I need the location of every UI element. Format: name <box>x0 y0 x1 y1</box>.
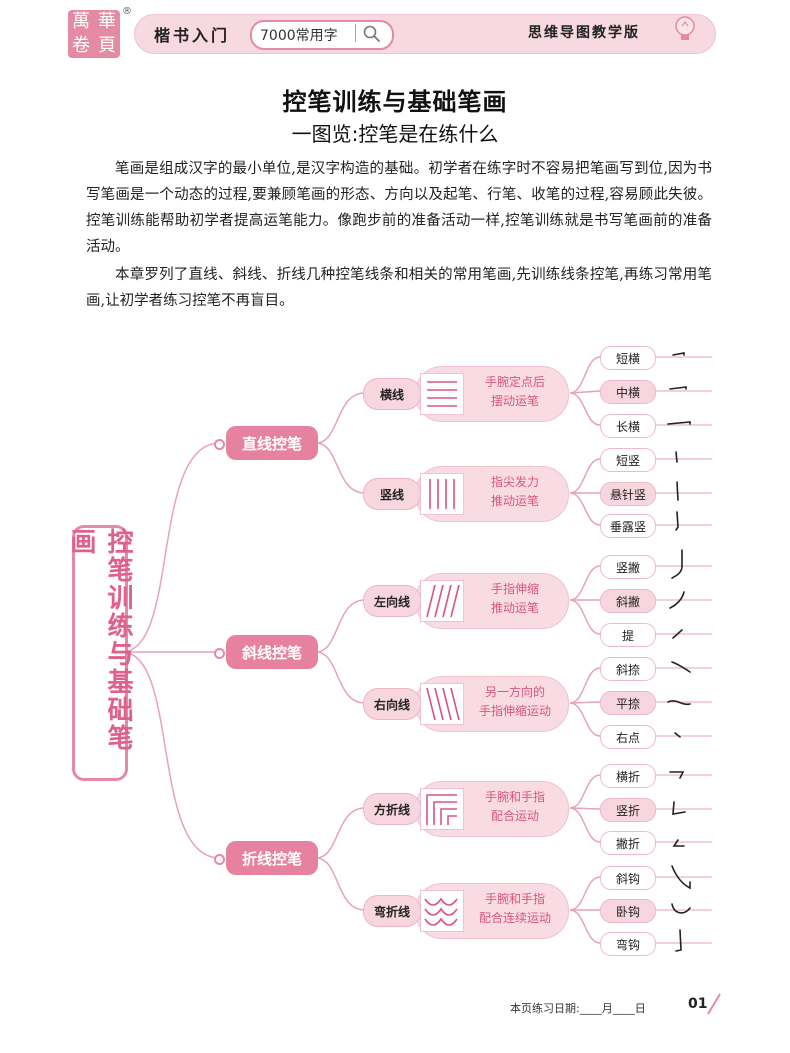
connector-dot <box>214 439 225 450</box>
desc-line: 手腕定点后 <box>484 375 545 389</box>
branch-folded-line: 折线控笔 <box>226 841 318 875</box>
mindmap-root-label: 控笔训练与基础笔画 <box>66 528 133 752</box>
page-subtitle: 一图览:控笔是在练什么 <box>291 122 499 146</box>
page-header: 萬 華 卷 頁 ® 楷书入门 7000常用字 思维导图教学版 <box>0 0 790 62</box>
line-type-node: 弯折线 <box>363 895 421 927</box>
desc-line: 手指伸缩 <box>490 582 539 596</box>
stroke-leaf: 卧钩 <box>600 899 656 923</box>
edition-label: 思维导图教学版 <box>528 25 640 41</box>
page-title: 控笔训练与基础笔画 <box>282 88 508 116</box>
intro-paragraph: 本章罗列了直线、斜线、折线几种控笔线条和相关的常用笔画,先训练线条控笔,再练习常… <box>86 267 712 309</box>
search-text: 7000常用字 <box>260 28 338 44</box>
line-type-node: 竖线 <box>363 478 421 510</box>
method-desc: 手腕定点后 摆动运笔 <box>470 373 560 411</box>
line-type-node: 左向线 <box>363 585 421 617</box>
stroke-leaf: 竖折 <box>600 798 656 822</box>
registered-mark: ® <box>122 6 132 17</box>
lightbulb-icon <box>675 16 695 40</box>
page-number: 01 <box>688 996 708 1012</box>
stroke-leaf: 斜捺 <box>600 657 656 681</box>
desc-line: 手腕和手指 <box>484 892 545 906</box>
horizontal-lines-icon <box>420 373 464 415</box>
logo-char: 卷 <box>72 35 90 56</box>
left-slant-lines-icon <box>420 580 464 622</box>
square-fold-lines-icon <box>420 788 464 830</box>
vertical-lines-icon <box>420 473 464 515</box>
desc-line: 配合连续运动 <box>478 911 551 925</box>
method-desc: 另一方向的 手指伸缩运动 <box>470 683 560 721</box>
branch-straight-line: 直线控笔 <box>226 426 318 460</box>
desc-line: 配合运动 <box>490 809 539 823</box>
brand-logo: 萬 華 卷 頁 <box>68 10 120 58</box>
stroke-leaf: 弯钩 <box>600 932 656 956</box>
desc-line: 推动运笔 <box>490 494 539 508</box>
logo-char: 頁 <box>98 35 116 56</box>
connector-dot <box>214 854 225 865</box>
stroke-leaf: 短竖 <box>600 448 656 472</box>
stroke-leaf: 斜钩 <box>600 866 656 890</box>
search-divider <box>355 24 356 42</box>
header-bar <box>134 14 716 54</box>
page-corner-decoration <box>707 993 721 1015</box>
method-desc: 手腕和手指 配合连续运动 <box>470 890 560 928</box>
desc-line: 推动运笔 <box>490 601 539 615</box>
line-type-node: 横线 <box>363 378 421 410</box>
stroke-leaf: 短横 <box>600 346 656 370</box>
logo-char: 華 <box>98 11 116 32</box>
desc-line: 手腕和手指 <box>484 790 545 804</box>
method-desc: 手指伸缩 推动运笔 <box>470 580 560 618</box>
line-type-node: 右向线 <box>363 688 421 720</box>
stroke-leaf: 撇折 <box>600 831 656 855</box>
connector-dot <box>214 648 225 659</box>
stroke-leaf: 平捺 <box>600 691 656 715</box>
stroke-leaf: 斜撇 <box>600 589 656 613</box>
method-desc: 指尖发力 推动运笔 <box>470 473 560 511</box>
stroke-leaf: 悬针竖 <box>600 482 656 506</box>
stroke-leaf: 长横 <box>600 414 656 438</box>
stroke-leaf: 横折 <box>600 764 656 788</box>
line-type-node: 方折线 <box>363 793 421 825</box>
desc-line: 手指伸缩运动 <box>478 704 551 718</box>
search-icon[interactable] <box>362 24 382 44</box>
logo-char: 萬 <box>72 11 90 32</box>
wavy-lines-icon <box>420 890 464 932</box>
brand-title: 楷书入门 <box>154 26 231 45</box>
method-desc: 手腕和手指 配合运动 <box>470 788 560 826</box>
desc-line: 指尖发力 <box>490 475 539 489</box>
stroke-leaf: 右点 <box>600 725 656 749</box>
stroke-leaf: 提 <box>600 623 656 647</box>
desc-line: 另一方向的 <box>484 685 545 699</box>
mindmap-root: 控笔训练与基础笔画 <box>66 525 133 781</box>
branch-diagonal-line: 斜线控笔 <box>226 635 318 669</box>
intro-paragraph: 笔画是组成汉字的最小单位,是汉字构造的基础。初学者在练字时不容易把笔画写到位,因… <box>86 161 712 255</box>
search-box[interactable] <box>250 20 394 50</box>
stroke-leaf: 中横 <box>600 380 656 404</box>
stroke-leaf: 垂露竖 <box>600 514 656 538</box>
desc-line: 摆动运笔 <box>490 394 539 408</box>
right-slant-lines-icon <box>420 683 464 725</box>
stroke-leaf: 竖撇 <box>600 555 656 579</box>
practice-date-label: 本页练习日期:____月____日 <box>510 1002 646 1015</box>
